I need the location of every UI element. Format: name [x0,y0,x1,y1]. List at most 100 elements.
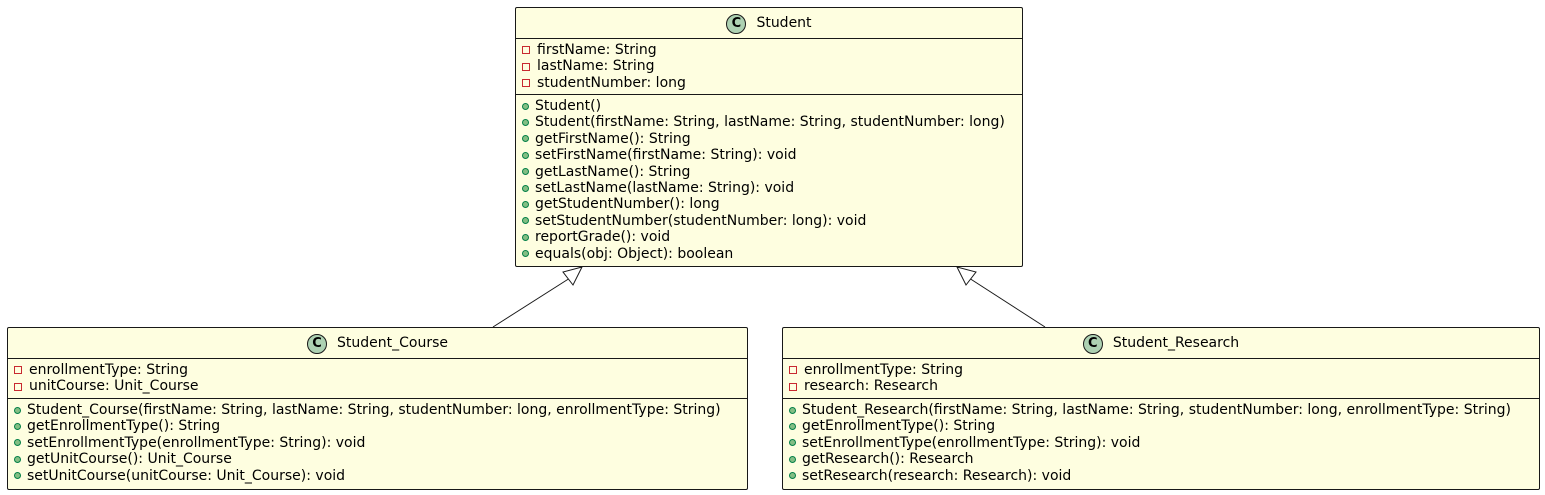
private-visibility-icon [522,46,530,55]
public-visibility-icon [522,250,529,258]
attribute-row: unitCourse: Unit_Course [14,378,747,394]
public-visibility-icon [789,455,796,463]
public-visibility-icon [522,151,529,159]
method-row: getStudentNumber(): long [522,196,1022,212]
method-row: getUnitCourse(): Unit_Course [14,451,747,467]
method-text: Student() [535,98,602,114]
method-text: reportGrade(): void [535,229,671,246]
class-student-research[interactable]: C Student_Research enrollmentType: Strin… [782,327,1540,490]
class-header: C Student_Course [8,328,747,359]
attribute-row: lastName: String [522,58,1022,74]
attribute-text: studentNumber: long [537,74,686,91]
method-row: Student_Course(firstName: String, lastNa… [14,402,747,418]
private-visibility-icon [14,382,22,391]
inheritance-arrowhead [562,266,583,286]
public-visibility-icon [14,472,21,480]
method-text: getUnitCourse(): Unit_Course [27,451,232,468]
method-text: setResearch(research: Research): void [802,467,1072,484]
private-visibility-icon [789,382,797,391]
inheritance-arrowhead [956,266,977,286]
attribute-text: enrollmentType: String [29,362,188,378]
attribute-row: enrollmentType: String [789,362,1539,378]
attribute-row: firstName: String [522,42,1022,58]
method-row: setUnitCourse(unitCourse: Unit_Course): … [14,468,747,484]
methods-section: Student()Student(firstName: String, last… [516,95,1022,264]
class-icon: C [1082,333,1103,354]
inheritance-research-to-student [956,266,1046,328]
method-row: getEnrollmentType(): String [14,418,747,434]
method-row: equals(obj: Object): boolean [522,246,1022,262]
method-row: Student_Research(firstName: String, last… [789,402,1539,418]
private-visibility-icon [522,62,530,71]
methods-section: Student_Research(firstName: String, last… [783,399,1539,486]
method-row: setResearch(research: Research): void [789,468,1539,484]
private-visibility-icon [789,366,797,375]
method-row: setLastName(lastName: String): void [522,180,1022,196]
class-name: Student_Course [337,335,448,352]
class-name: Student [756,15,812,32]
public-visibility-icon [14,439,21,447]
public-visibility-icon [522,135,529,143]
attribute-row: studentNumber: long [522,75,1022,91]
method-row: getEnrollmentType(): String [789,418,1539,434]
attribute-text: unitCourse: Unit_Course [29,378,199,395]
method-text: equals(obj: Object): boolean [535,245,734,262]
method-row: reportGrade(): void [522,229,1022,245]
attribute-text: lastName: String [537,58,655,75]
class-icon: C [307,333,327,354]
method-row: getLastName(): String [522,164,1022,180]
public-visibility-icon [522,201,529,209]
method-text: getResearch(): Research [802,451,974,468]
method-text: setLastName(lastName: String): void [535,179,795,196]
method-text: setFirstName(firstName: String): void [535,147,797,164]
attribute-row: enrollmentType: String [14,362,747,378]
inheritance-course-to-student [492,266,583,328]
attribute-text: firstName: String [537,42,657,58]
method-text: Student_Course(firstName: String, lastNa… [27,402,721,418]
public-visibility-icon [789,406,796,414]
method-text: getEnrollmentType(): String [802,418,996,435]
class-name: Student_Research [1112,335,1240,352]
method-text: setStudentNumber(studentNumber: long): v… [535,212,867,229]
methods-section: Student_Course(firstName: String, lastNa… [8,399,747,486]
method-row: Student(firstName: String, lastName: Str… [522,114,1022,130]
public-visibility-icon [789,423,796,431]
attribute-text: research: Research [804,378,938,395]
method-text: getEnrollmentType(): String [27,418,221,435]
method-text: Student_Research(firstName: String, last… [802,402,1511,418]
public-visibility-icon [522,102,529,110]
attribute-row: research: Research [789,378,1539,394]
class-header: C Student [516,8,1022,39]
private-visibility-icon [522,78,530,87]
private-visibility-icon [14,366,22,375]
method-text: setEnrollmentType(enrollmentType: String… [27,434,366,451]
public-visibility-icon [522,119,529,127]
method-text: getStudentNumber(): long [535,196,720,213]
public-visibility-icon [522,184,529,192]
method-row: setFirstName(firstName: String): void [522,147,1022,163]
public-visibility-icon [522,217,529,225]
public-visibility-icon [14,406,21,414]
method-row: setEnrollmentType(enrollmentType: String… [14,435,747,451]
method-text: Student(firstName: String, lastName: Str… [535,114,1005,131]
method-row: setEnrollmentType(enrollmentType: String… [789,435,1539,451]
class-header: C Student_Research [783,328,1539,359]
method-row: Student() [522,98,1022,114]
public-visibility-icon [14,455,21,463]
method-text: getFirstName(): String [535,130,691,147]
attribute-text: enrollmentType: String [804,362,963,378]
method-text: setEnrollmentType(enrollmentType: String… [802,434,1141,451]
class-icon: C [726,13,747,34]
method-row: setStudentNumber(studentNumber: long): v… [522,213,1022,229]
public-visibility-icon [522,233,529,241]
method-text: setUnitCourse(unitCourse: Unit_Course): … [27,467,346,484]
public-visibility-icon [14,423,21,431]
public-visibility-icon [789,439,796,447]
method-text: getLastName(): String [535,163,691,180]
